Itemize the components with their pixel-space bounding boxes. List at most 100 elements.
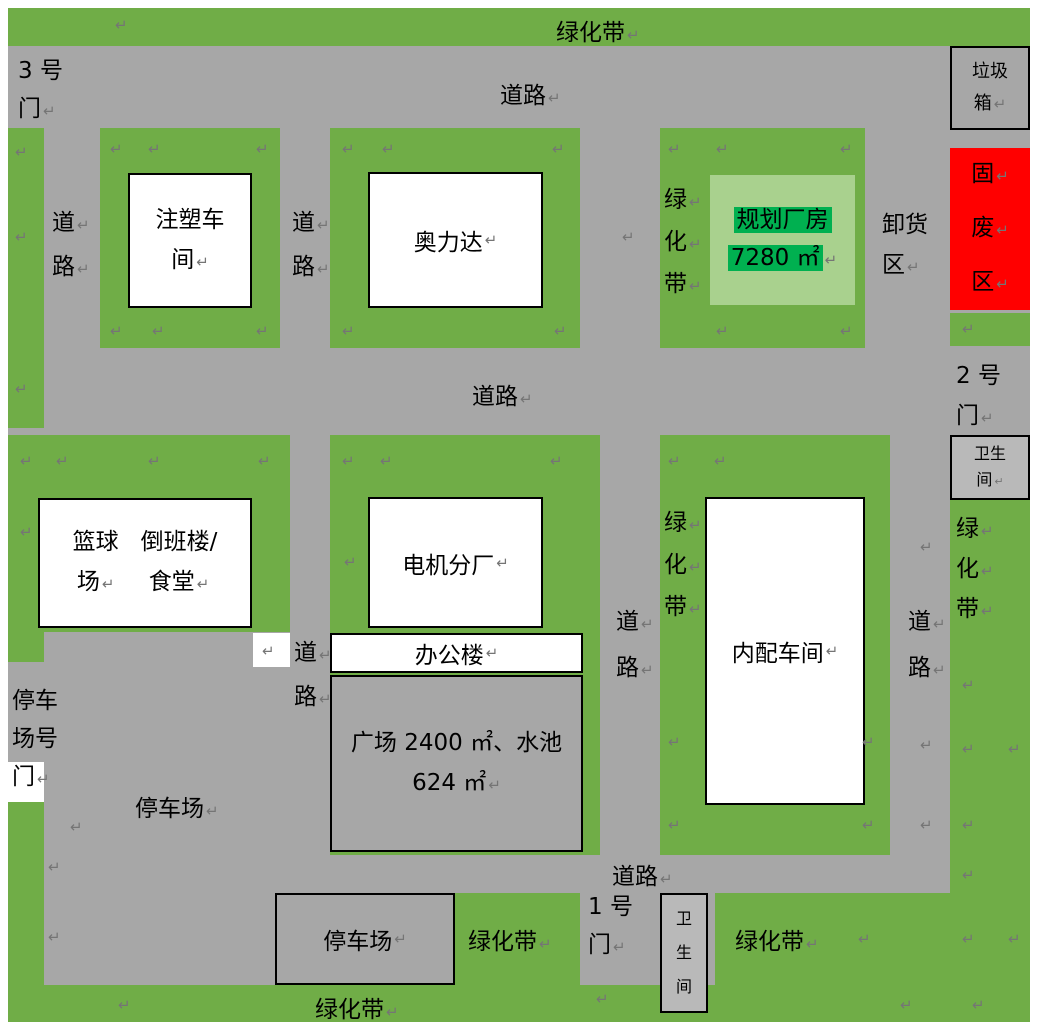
label-text: 路 [908,655,931,681]
return-mark-icon: ↵ [962,816,975,834]
return-mark-icon: ↵ [15,143,28,161]
label-line: 卸货 [882,205,928,245]
label-line: 规划厂房 [733,201,832,239]
return-mark-icon: ↵ [380,452,393,470]
label-line: 路↵ [616,646,654,692]
return-mark-icon: ↵ [550,452,563,470]
green-belt-bottom-strip-label: 绿化带↵ [315,990,399,1024]
label-text: 绿 [664,187,687,213]
label-line: 篮球 [73,522,119,562]
label-text: 门 [18,96,41,122]
label-line: 箱↵ [974,88,1007,120]
label-text: 食堂 [148,569,195,595]
return-mark-icon: ↵ [152,322,165,340]
return-mark-icon: ↵ [317,216,330,234]
label-line: 道↵ [908,600,946,646]
label-text: 2 号 [956,363,1001,389]
label-text: 道 [908,609,931,635]
return-mark-icon: ↵ [962,676,975,694]
return-mark-icon: ↵ [258,452,271,470]
return-mark-icon: ↵ [342,322,355,340]
return-mark-icon: ↵ [77,216,90,234]
label-text: 篮球 [72,529,119,555]
label-text: 门 [956,403,979,429]
label-line: 7280 ㎡↵ [727,239,838,279]
green-belt-right-strip-label-vertical: 绿↵ 化↵ 带↵ [956,510,994,630]
label-line: 门↵ [956,396,1001,438]
return-mark-icon: ↵ [342,452,355,470]
green-belt-bottom-left-segment [455,893,580,985]
injection-workshop-building: 注塑车 间↵ [128,173,252,308]
return-mark-icon: ↵ [319,690,332,708]
return-mark-icon: ↵ [862,733,875,751]
return-mark-icon: ↵ [382,140,395,158]
return-mark-icon: ↵ [110,322,123,340]
return-mark-icon: ↵ [668,816,681,834]
label-line: 广场 2400 ㎡、水池 [351,723,562,763]
return-mark-icon: ↵ [668,733,681,751]
basketball-court-label: 篮球 场↵ [73,522,119,604]
return-mark-icon: ↵ [613,938,626,956]
gate-3-label: 3 号 门↵ [18,52,63,130]
label-text: 绿 [664,510,687,536]
return-mark-icon: ↵ [539,935,552,953]
label-line: 路↵ [908,646,946,692]
return-mark-icon: ↵ [824,251,838,269]
green-belt-right-strip [950,500,1030,893]
label-text: 道 [294,640,317,666]
return-mark-icon: ↵ [668,140,681,158]
label-line: 2 号 [956,356,1001,396]
label-line: 间↵ [171,240,209,282]
return-mark-icon: ↵ [386,1003,399,1021]
label-text: 箱 [973,93,992,114]
return-mark-icon: ↵ [56,452,69,470]
return-mark-icon: ↵ [996,167,1009,185]
road-top-label: 道路↵ [500,76,561,110]
return-mark-icon: ↵ [101,575,115,593]
label-text: 停车场 [323,929,393,955]
label-text: 带 [664,594,687,620]
return-mark-icon: ↵ [15,228,28,246]
label-line: 带↵ [664,587,702,629]
label-line: 绿↵ [956,510,994,550]
return-mark-icon: ↵ [689,277,702,295]
label-line: 固↵ [971,148,1009,202]
green-belt-top-label: 绿化带↵ [556,13,640,47]
return-mark-icon: ↵ [920,736,933,754]
gate-opening-left [0,762,44,802]
return-mark-icon: ↵ [962,930,975,948]
label-text: 场 [76,569,100,595]
gate-2-label: 2 号 门↵ [956,356,1001,438]
label-text: 内配车间 [731,641,824,667]
label-line: 带↵ [664,264,702,306]
return-mark-icon: ↵ [1008,740,1021,758]
return-mark-icon: ↵ [689,235,702,253]
label-text: 电机分厂 [402,552,495,579]
return-mark-icon: ↵ [716,322,729,340]
return-mark-icon: ↵ [20,523,33,541]
label-text: 停车场 [135,796,204,822]
restroom-box-right: 卫生 间↵ [950,435,1030,500]
return-mark-icon: ↵ [596,990,609,1008]
label-text: 道路 [612,864,658,890]
road-label-lower-middle-vertical: 道↵ 路↵ [616,600,654,692]
return-mark-icon: ↵ [548,89,561,107]
label-text: 路 [52,254,75,280]
planned-factory-box: 规划厂房 7280 ㎡↵ [710,175,855,305]
label-line: 道↵ [292,202,330,246]
label-text: 间 [675,977,692,996]
return-mark-icon: ↵ [48,858,61,876]
return-mark-icon: ↵ [344,553,357,571]
parking-area-label: 停车场↵ [135,789,219,823]
gate-1-label: 1 号 门↵ [588,888,633,966]
label-line: 624 ㎡↵ [412,763,501,805]
return-mark-icon: ↵ [118,996,131,1014]
return-mark-icon: ↵ [962,320,975,338]
return-mark-icon: ↵ [554,322,567,340]
shift-building-canteen-label: 倒班楼/ 食堂↵ [141,522,218,604]
label-line: 门↵ [588,926,633,966]
return-mark-icon: ↵ [689,600,702,618]
green-belt-left-mid-segment [8,632,44,662]
return-mark-icon: ↵ [962,740,975,758]
label-line: 绿↵ [664,180,702,222]
